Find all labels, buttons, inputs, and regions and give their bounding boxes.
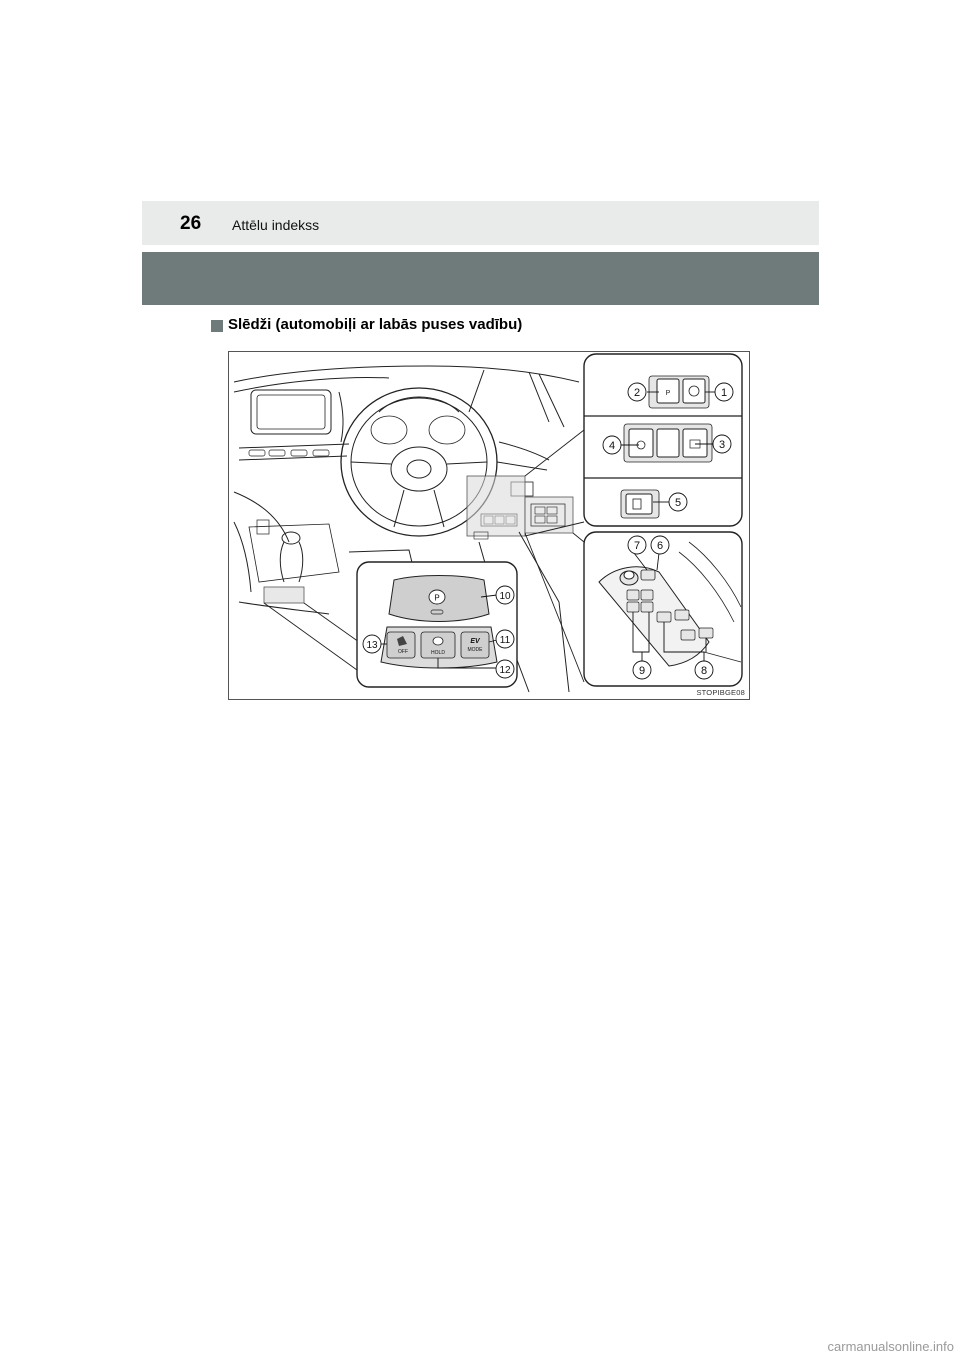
- vsc-off-switch-label: OFF: [398, 649, 408, 655]
- watermark: carmanualsonline.info: [827, 1339, 954, 1354]
- ev-mode-switch-label: MODE: [468, 647, 484, 653]
- callout-10: 10: [499, 591, 511, 602]
- page-number: 26: [180, 213, 202, 234]
- callout-13: 13: [366, 640, 378, 651]
- section-title: Slēdži (automobiļi ar labās puses vadību…: [228, 316, 523, 333]
- callout-2: 2: [634, 387, 640, 399]
- callout-7: 7: [634, 540, 640, 552]
- callout-4: 4: [609, 440, 615, 452]
- callout-5: 5: [675, 497, 681, 509]
- svg-text:P: P: [666, 390, 671, 397]
- section-marker-icon: [211, 320, 223, 332]
- header-band: [142, 252, 819, 305]
- callout-3: 3: [719, 439, 725, 451]
- callout-8: 8: [701, 665, 707, 677]
- callout-12: 12: [499, 665, 511, 676]
- page-header-title: Attēlu indekss: [232, 217, 320, 233]
- figure-code: STOPIBGE08: [696, 688, 745, 697]
- svg-text:P: P: [434, 594, 439, 603]
- ev-switch-label: EV: [470, 638, 481, 645]
- callout-1: 1: [721, 387, 727, 399]
- header-bar: [142, 201, 819, 245]
- switches-illustration: P: [228, 351, 750, 700]
- callout-9: 9: [639, 665, 645, 677]
- callout-6: 6: [657, 540, 663, 552]
- hold-switch-label: HOLD: [431, 650, 445, 656]
- callout-11: 11: [500, 635, 511, 646]
